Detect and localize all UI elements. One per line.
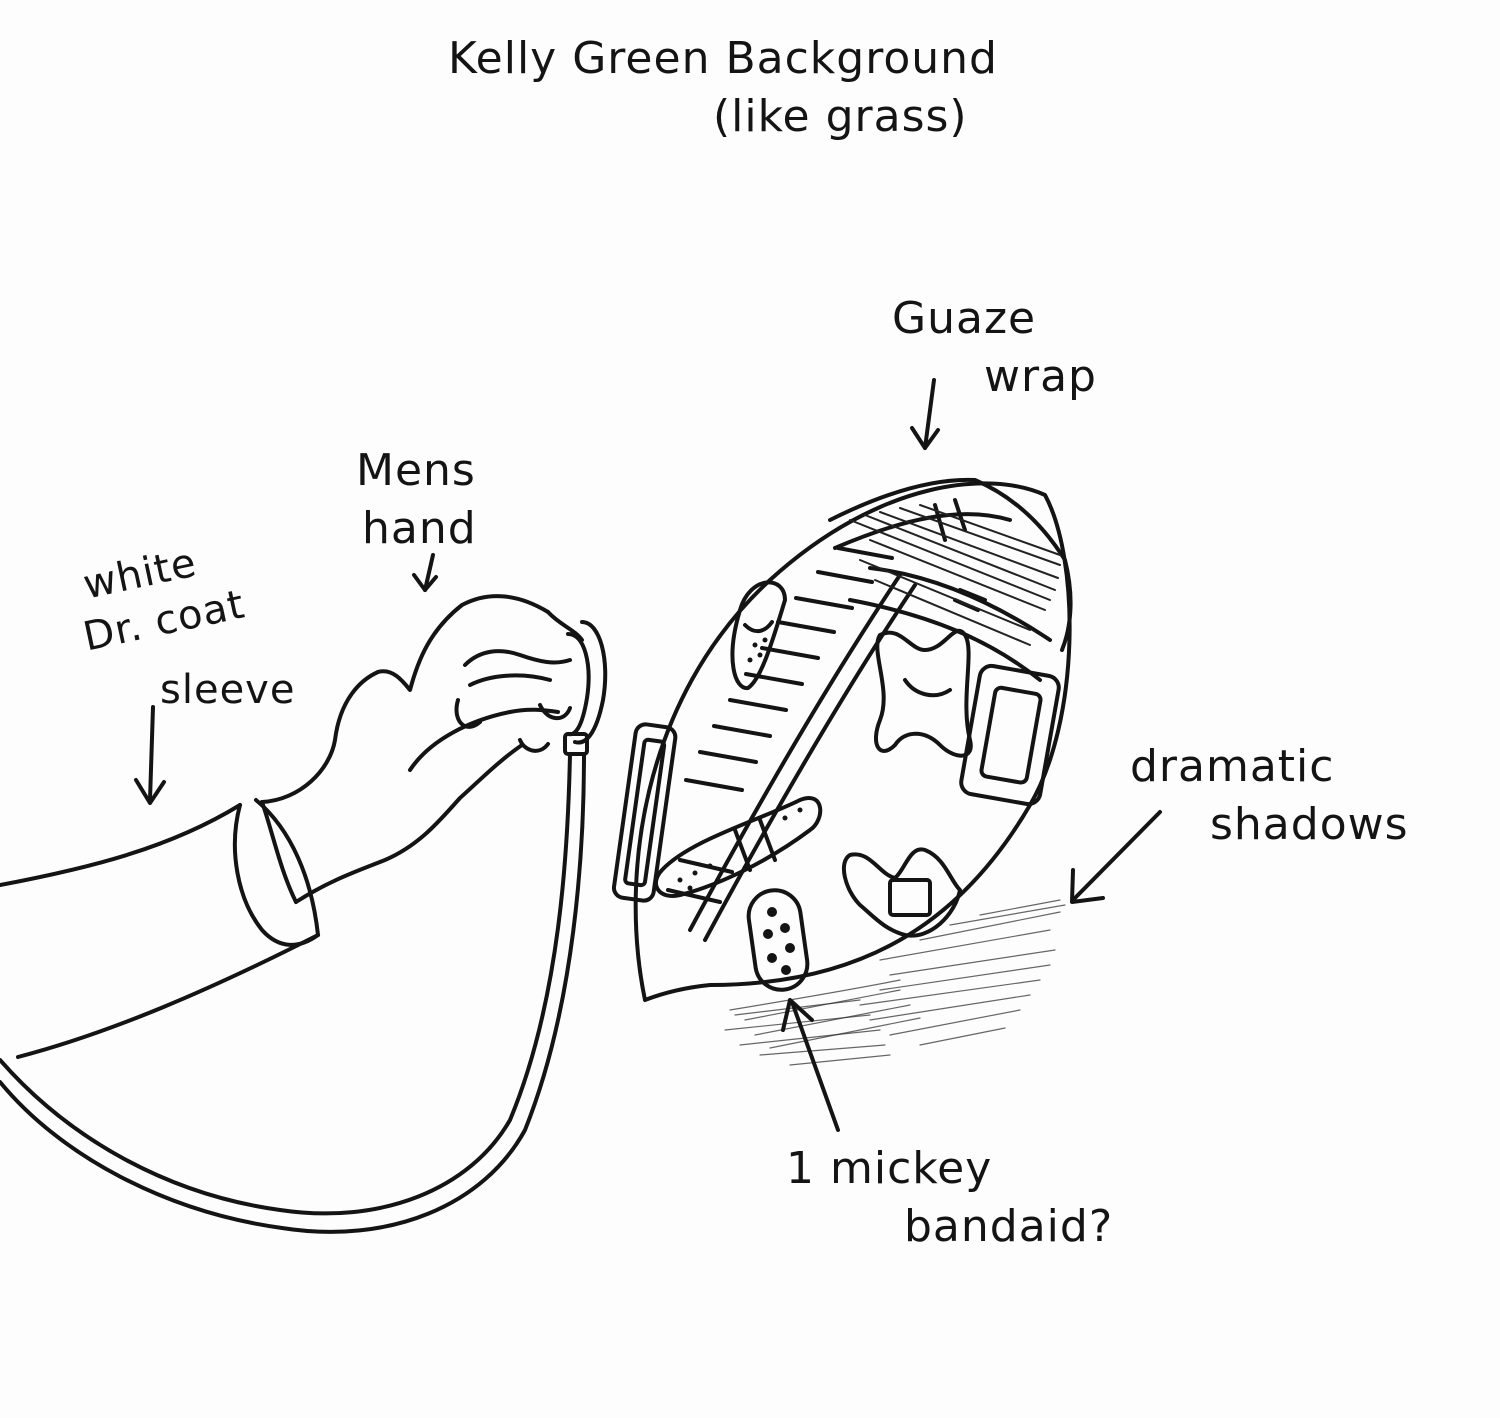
arrow-shadows: [1070, 810, 1162, 904]
football-drawing: [611, 477, 1073, 1002]
lace-group: [666, 546, 894, 904]
stethoscope-drawing: [0, 620, 608, 1234]
note-mickey-line-1: 1 mickey: [786, 1143, 993, 1194]
note-hand-line-1: Mens: [356, 445, 476, 496]
note-sleeve: white Dr. coat sleeve: [79, 540, 296, 716]
note-background-line-1: Kelly Green Background: [448, 33, 998, 84]
note-background-line-2: (like grass): [713, 91, 968, 142]
note-shadows-line-2: shadows: [1210, 799, 1409, 850]
arrow-sleeve: [134, 705, 166, 805]
arrow-hand: [412, 553, 438, 592]
arrow-gauze: [910, 378, 940, 450]
note-hand-line-2: hand: [362, 503, 477, 554]
hand-drawing: [260, 594, 584, 904]
note-hand: Mens hand: [356, 442, 477, 558]
note-shadows-line-1: dramatic: [1130, 741, 1335, 792]
note-mickey: 1 mickey bandaid?: [786, 1140, 1113, 1256]
note-background: Kelly Green Background (like grass): [448, 30, 998, 146]
arrow-mickey: [781, 998, 840, 1132]
note-mickey-line-2: bandaid?: [904, 1201, 1114, 1252]
note-shadows: dramatic shadows: [1130, 738, 1409, 854]
coat-sleeve-drawing: [0, 798, 320, 1059]
note-gauze-line-2: wrap: [984, 351, 1097, 402]
note-gauze: Guaze wrap: [892, 290, 1097, 406]
note-gauze-line-1: Guaze: [892, 293, 1037, 344]
note-sleeve-line-3: sleeve: [160, 667, 296, 713]
